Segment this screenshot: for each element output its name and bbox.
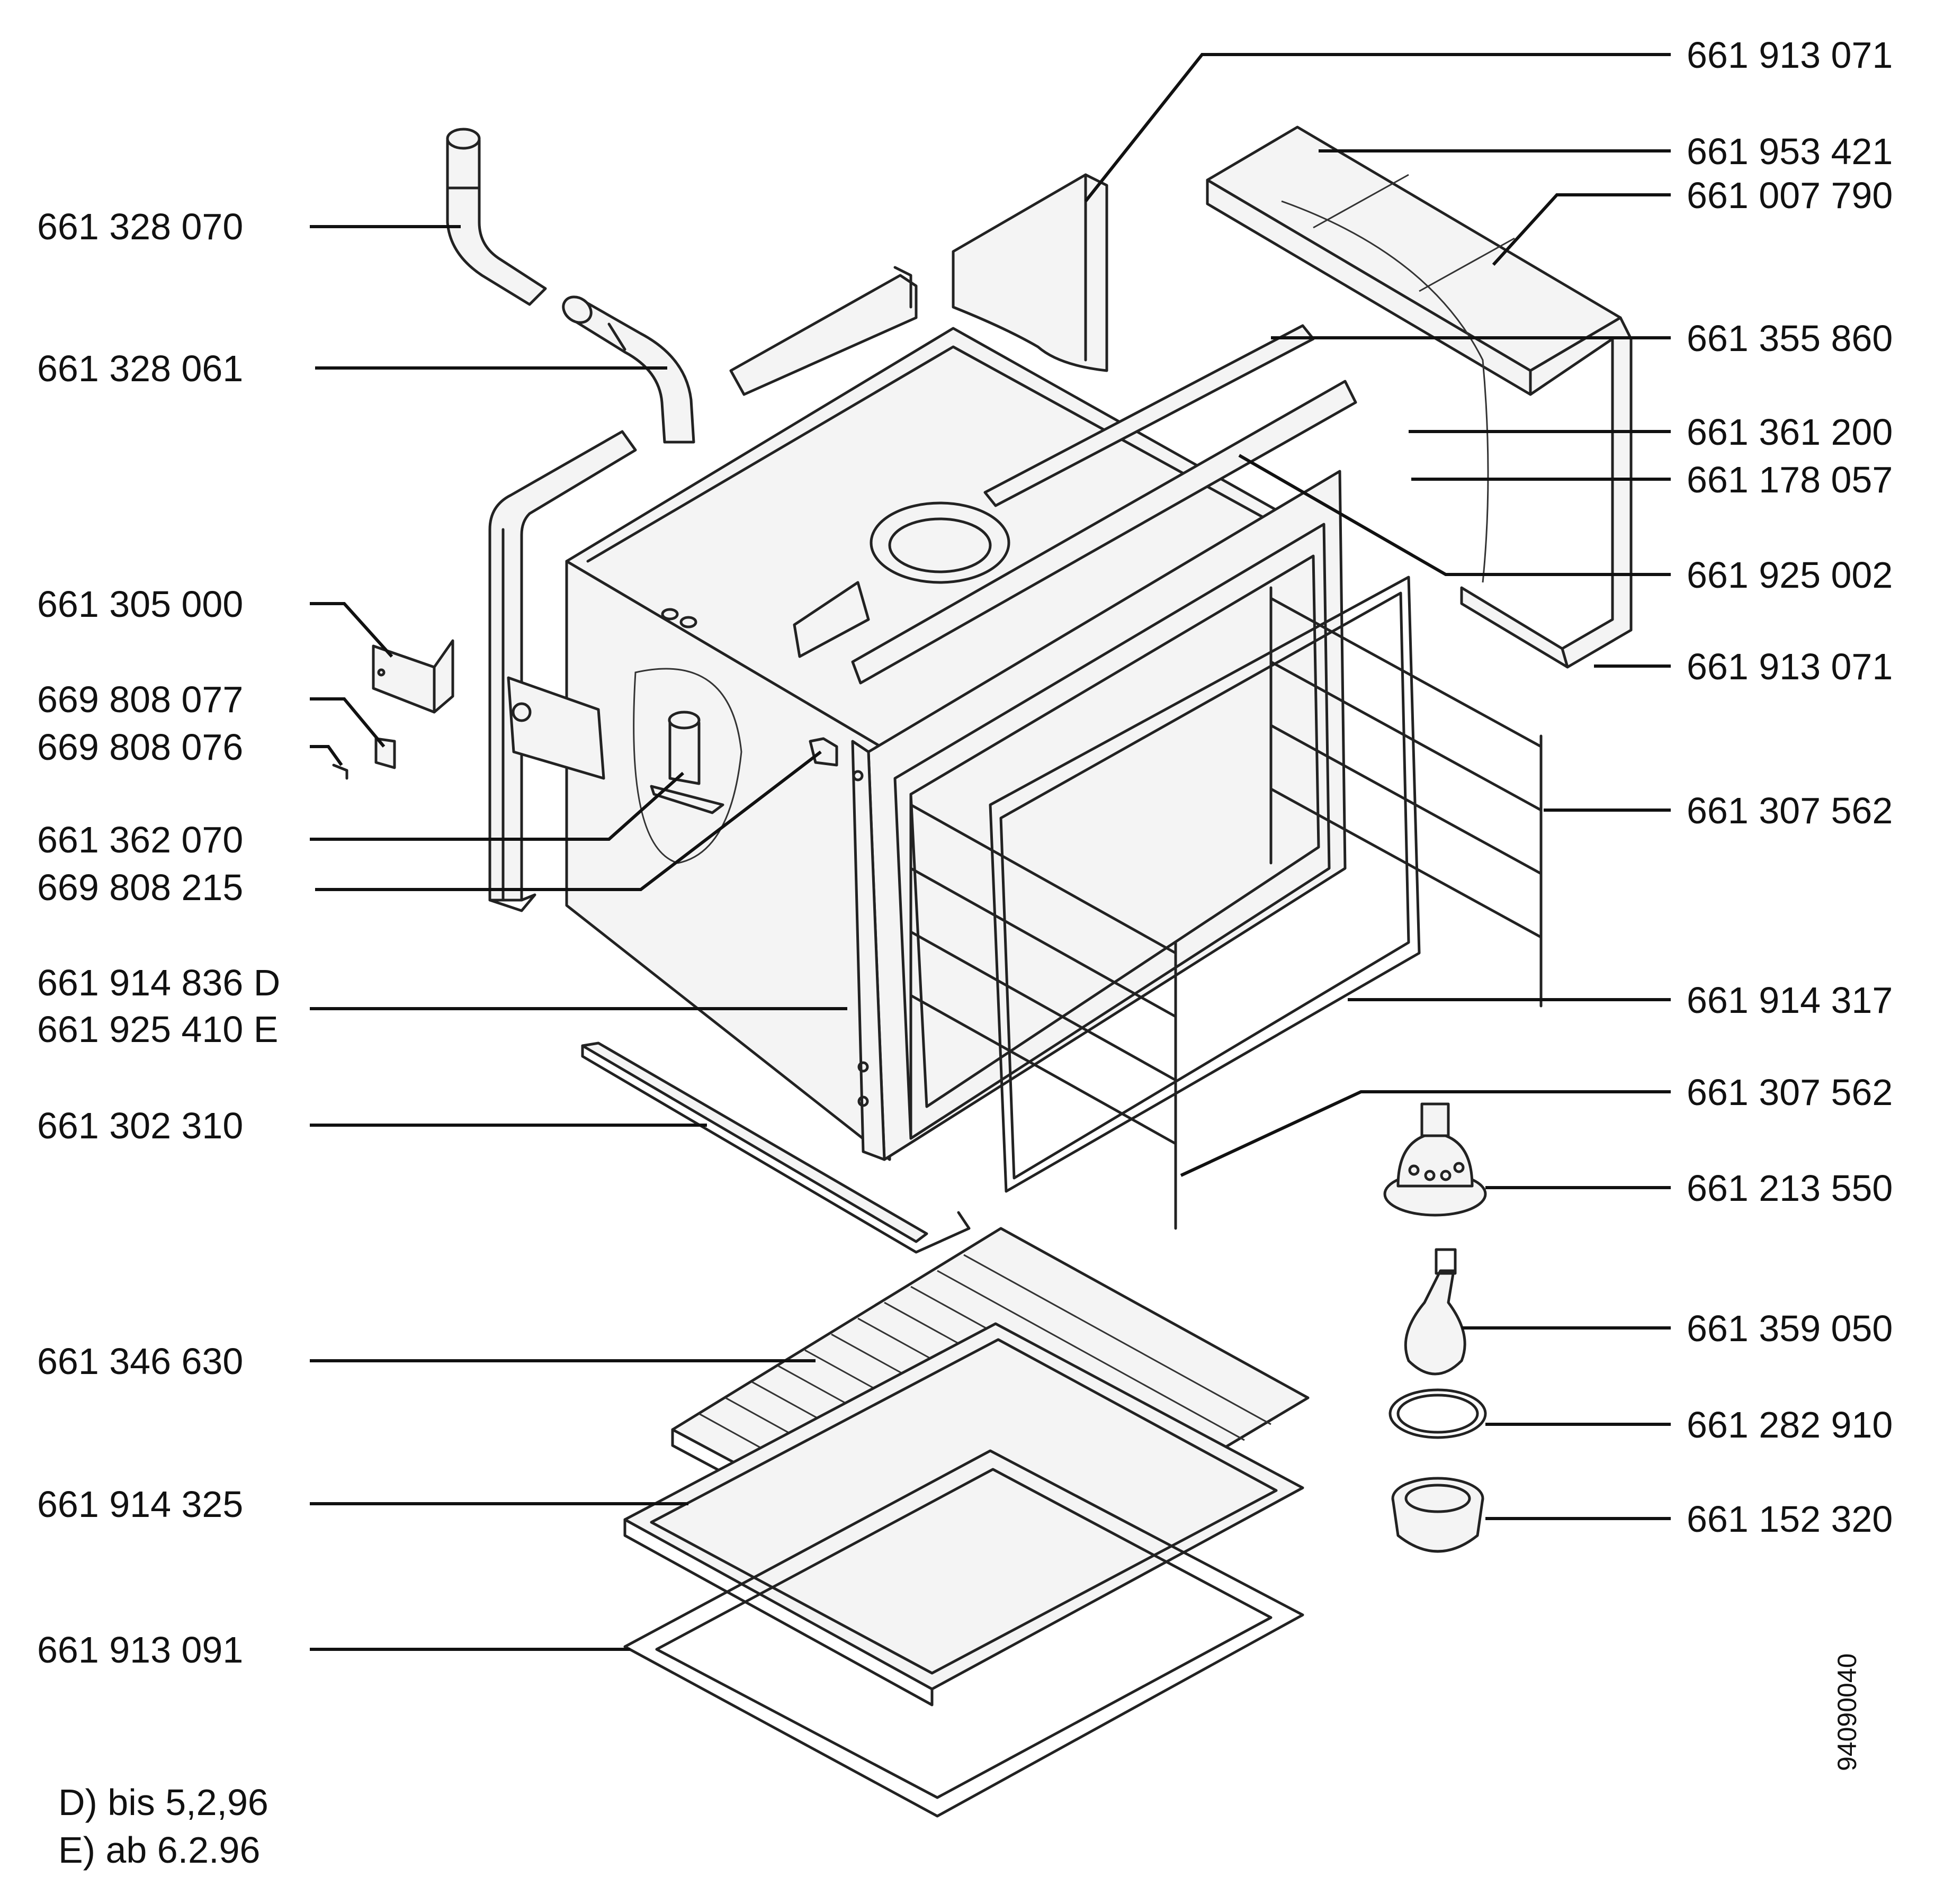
part-label: 661 007 790 — [1687, 175, 1893, 216]
footnote-e: E) ab 6.2.96 — [58, 1829, 260, 1871]
drawing-number: 94090040 — [1832, 1654, 1862, 1771]
labels-left: 661 328 070 661 328 061 661 305 000 669 … — [37, 206, 280, 1671]
footnote-d: D) bis 5,2,96 — [58, 1782, 268, 1823]
part-label: 661 346 630 — [37, 1341, 243, 1382]
part-label: 669 808 077 — [37, 679, 243, 720]
part-label: 661 305 000 — [37, 583, 243, 625]
part-label: 661 355 860 — [1687, 318, 1893, 359]
bottom-seal-frame — [623, 1449, 1304, 1818]
exhaust-pipe-lower — [562, 295, 695, 444]
part-label: 661 914 317 — [1687, 980, 1893, 1021]
leader-lines — [310, 53, 1671, 1651]
lamp-holder — [1383, 1102, 1487, 1217]
shelf-support-right — [1269, 586, 1543, 1008]
lamp-cover — [1391, 1477, 1484, 1553]
hinge-bracket — [372, 639, 454, 714]
inner-frame — [989, 576, 1421, 1193]
insulation-block-center — [952, 173, 1108, 372]
bottom-tray — [623, 1322, 1304, 1707]
part-label: 661 328 061 — [37, 348, 243, 389]
part-label: 661 914 836 D — [37, 962, 280, 1003]
insulation-mat-right — [1206, 125, 1633, 669]
part-label: 661 302 310 — [37, 1105, 243, 1146]
top-rail-left — [729, 266, 918, 396]
part-label: 661 913 071 — [1687, 34, 1893, 76]
part-label: 661 914 325 — [37, 1484, 243, 1525]
lamp-bulb — [1404, 1248, 1466, 1376]
part-label: 661 925 410 E — [37, 1009, 278, 1050]
part-label: 661 213 550 — [1687, 1167, 1893, 1209]
part-label: 661 925 002 — [1687, 554, 1893, 596]
small-clip — [332, 737, 396, 780]
parts-illustration — [332, 125, 1633, 1818]
part-label: 661 328 070 — [37, 206, 243, 247]
part-label: 661 913 091 — [37, 1629, 243, 1671]
part-label: 661 359 050 — [1687, 1308, 1893, 1349]
part-label: 669 808 215 — [37, 867, 243, 908]
part-label: 661 913 071 — [1687, 646, 1893, 687]
part-label: 661 152 320 — [1687, 1498, 1893, 1540]
part-label: 661 178 057 — [1687, 459, 1893, 500]
bottom-rail — [581, 1041, 971, 1254]
part-label: 661 307 562 — [1687, 790, 1893, 831]
part-label: 661 362 070 — [37, 819, 243, 860]
part-label: 669 808 076 — [37, 726, 243, 768]
part-label: 661 361 200 — [1687, 411, 1893, 453]
exhaust-pipe-upper — [446, 128, 547, 306]
front-frame — [851, 470, 1347, 1161]
footnotes: D) bis 5,2,96 E) ab 6.2.96 — [58, 1782, 268, 1871]
part-label: 661 307 562 — [1687, 1072, 1893, 1113]
part-label: 661 953 421 — [1687, 131, 1893, 172]
shelf-support-left — [909, 793, 1177, 1230]
seal-ring — [1388, 1388, 1487, 1439]
top-rails — [793, 324, 1357, 685]
labels-right: 661 913 071 661 953 421 661 007 790 661 … — [1687, 34, 1893, 1540]
part-label: 661 282 910 — [1687, 1404, 1893, 1445]
